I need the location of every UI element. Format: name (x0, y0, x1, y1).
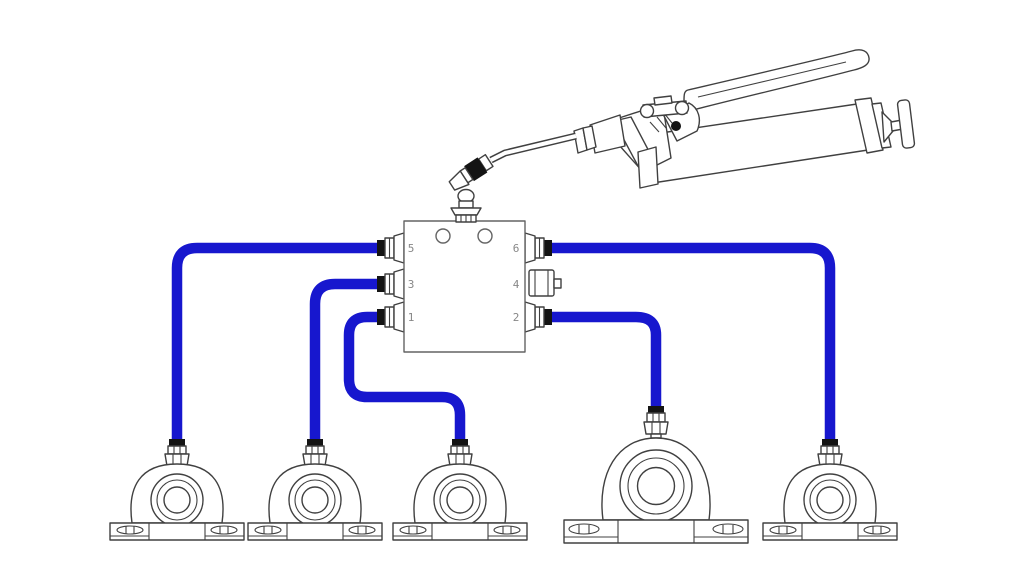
manifold-mounting-hole (477, 228, 493, 244)
grease-gun-pin-dot (671, 121, 681, 131)
pillow-block-bearing-1 (109, 438, 245, 541)
lever-stamped-edge (697, 61, 847, 98)
manifold-port-fitting-6 (524, 232, 552, 264)
manifold-port-number: 4 (513, 278, 520, 291)
manifold-port-number: 1 (408, 311, 415, 324)
manifold-port-numbers: 5 3 1 6 4 2 (408, 242, 520, 324)
tube-port6-to-bearing5 (550, 242, 836, 442)
grease-gun-barrel-cap (854, 97, 884, 154)
manifold-port-number: 5 (408, 242, 415, 255)
tube-port2-to-bearing4 (550, 311, 662, 409)
grease-gun-ferrule (582, 125, 597, 151)
manifold-body (403, 220, 526, 353)
manifold-port-fitting-3 (377, 268, 405, 300)
manifold-port-fitting-2 (524, 301, 552, 333)
manifold-port-number: 6 (513, 242, 520, 255)
tube-port3-to-bearing2 (309, 278, 379, 442)
grease-gun-pivot-pin (639, 103, 655, 119)
grease-tubes (171, 242, 836, 442)
grease-gun-linkage-tab (653, 95, 673, 106)
grease-gun-plunger-t-handle (896, 99, 916, 149)
coupler-tip (448, 170, 470, 191)
grease-gun-coupler (448, 153, 494, 191)
manifold-port-plug-4 (528, 269, 562, 297)
tube-port1-to-bearing3 (343, 311, 466, 442)
manifold-port-fitting-5 (377, 232, 405, 264)
tube-port5-to-bearing1 (171, 242, 379, 442)
pillow-block-bearing-5 (762, 438, 898, 541)
grease-gun-support-leg (637, 146, 659, 189)
pillow-block-bearing-3 (392, 438, 528, 541)
distribution-manifold: 5 3 1 6 4 2 (377, 188, 562, 353)
pillow-block-bearing-2 (247, 438, 383, 541)
grease-gun (448, 49, 916, 191)
grease-zerk-fitting (450, 188, 482, 223)
manifold-port-number: 2 (513, 311, 520, 324)
grease-gun-pivot-pin (674, 100, 690, 116)
coupler-knurled-band (464, 157, 488, 182)
grease-gun-lever-handle (683, 49, 870, 111)
manifold-port-fitting-1 (377, 301, 405, 333)
manifold-port-number: 3 (408, 278, 415, 291)
pillow-block-bearing-4 (563, 405, 749, 544)
manifold-mounting-hole (435, 228, 451, 244)
